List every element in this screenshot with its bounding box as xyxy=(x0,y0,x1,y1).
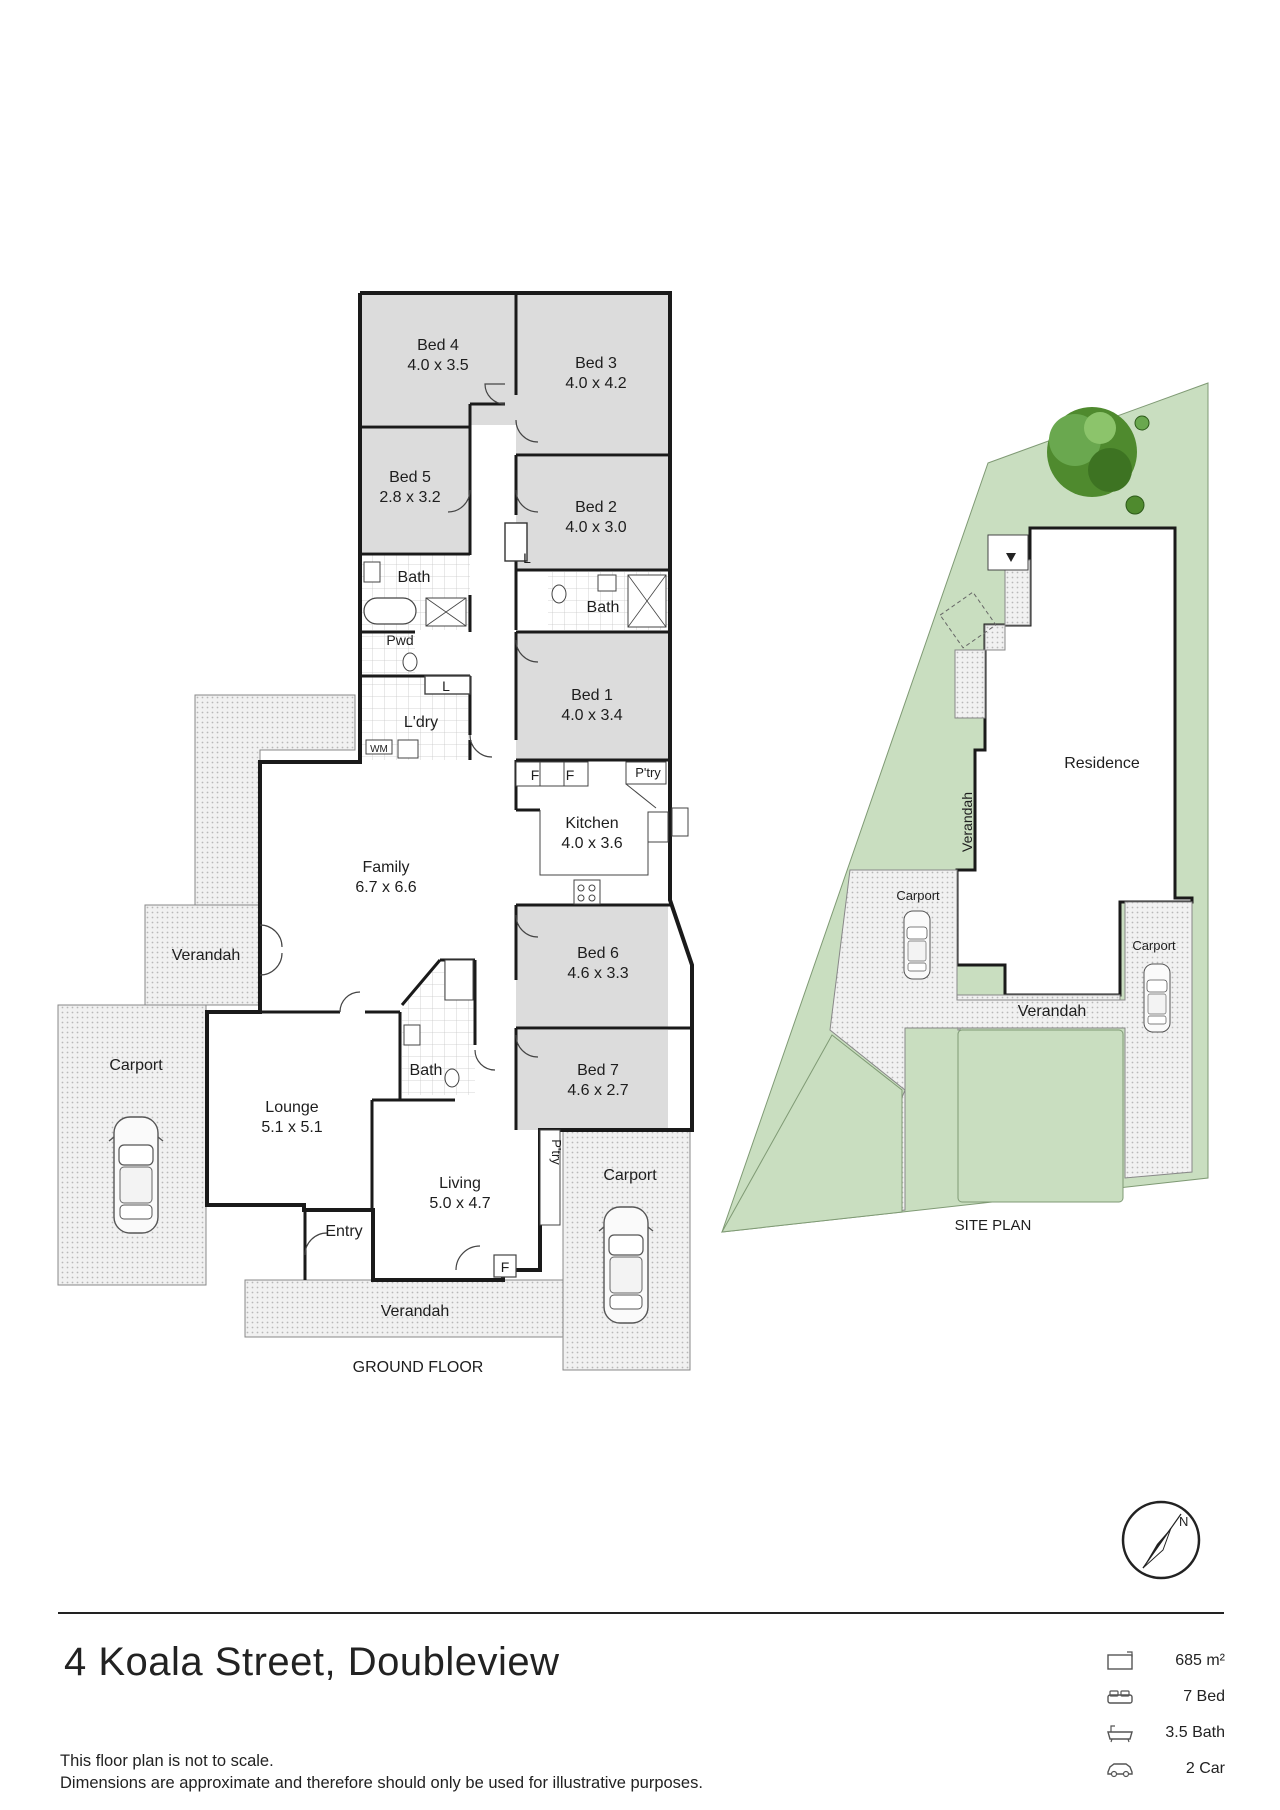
disclaimer-line-2: Dimensions are approximate and therefore… xyxy=(60,1774,703,1792)
side-paving xyxy=(194,694,356,906)
stat-land-area: 685 m² xyxy=(1105,1650,1225,1672)
living-dims: 5.0 x 4.7 xyxy=(429,1195,490,1212)
linen-b-label: L xyxy=(442,678,450,694)
bed7-dims: 4.6 x 2.7 xyxy=(567,1082,628,1099)
carport-left-label: Carport xyxy=(109,1057,163,1074)
stat-bathrooms-value: 3.5 Bath xyxy=(1165,1724,1225,1741)
tree-icon xyxy=(1047,407,1150,515)
bed2-floor xyxy=(516,457,668,570)
bed7-floor xyxy=(516,1030,668,1130)
stat-land-area-value: 685 m² xyxy=(1175,1652,1225,1669)
kitchen-dims: 4.0 x 3.6 xyxy=(561,835,622,852)
footer-divider xyxy=(58,1612,1224,1614)
bed3-name: Bed 3 xyxy=(575,355,617,372)
site-carport-a-label: Carport xyxy=(896,888,940,903)
fixtures xyxy=(363,522,689,1278)
bed5-floor xyxy=(360,427,470,552)
fridge-b-label: F xyxy=(566,767,575,783)
bed5-dims: 2.8 x 3.2 xyxy=(379,489,440,506)
site-residence-label: Residence xyxy=(1064,755,1140,772)
bed1-dims: 4.0 x 3.4 xyxy=(561,707,622,724)
linen-a-label: L xyxy=(523,550,531,566)
ground-floor-title: GROUND FLOOR xyxy=(353,1359,484,1376)
lounge-dims: 5.1 x 5.1 xyxy=(261,1119,322,1136)
bed6-dims: 4.6 x 3.3 xyxy=(567,965,628,982)
bed3-floor xyxy=(516,295,668,455)
door-swings xyxy=(259,383,539,1271)
stat-car-spaces: 2 Car xyxy=(1105,1758,1225,1780)
site-plan: Residence Carport Carport Verandah SITE … xyxy=(721,382,1209,1234)
pantry-a-label: P'try xyxy=(635,765,661,780)
wm-label: WM xyxy=(370,744,388,755)
site-verandah-front-label: Verandah xyxy=(1018,1003,1087,1020)
car-icon xyxy=(1107,1763,1133,1778)
family-name: Family xyxy=(362,859,409,876)
bed2-name: Bed 2 xyxy=(575,499,617,516)
verandah-front-label: Verandah xyxy=(381,1303,450,1320)
stat-bedrooms-value: 7 Bed xyxy=(1183,1688,1225,1705)
site-steps xyxy=(987,534,1029,571)
family-dims: 6.7 x 6.6 xyxy=(355,879,416,896)
pwd-label: Pwd xyxy=(386,632,413,648)
bed5-name: Bed 5 xyxy=(389,469,431,486)
site-carport-b-label: Carport xyxy=(1132,938,1176,953)
car-left-icon xyxy=(108,1116,164,1234)
bed2-dims: 4.0 x 3.0 xyxy=(565,519,626,536)
car-right-icon xyxy=(598,1206,654,1324)
pantry-b-label: P'try xyxy=(549,1139,564,1165)
lounge-name: Lounge xyxy=(265,1099,318,1116)
disclaimer-line-1: This floor plan is not to scale. xyxy=(60,1752,274,1770)
site-front-lawn xyxy=(957,1029,1124,1203)
land-area-icon xyxy=(1107,1651,1133,1670)
bed7-name: Bed 7 xyxy=(577,1062,619,1079)
bed3-dims: 4.0 x 4.2 xyxy=(565,375,626,392)
site-outbuilding xyxy=(939,591,997,649)
kitchen-name: Kitchen xyxy=(565,815,618,832)
site-verandah-side xyxy=(954,559,1031,719)
ground-floor-plan: Bed 4 4.0 x 3.5 Bed 3 4.0 x 4.2 Bed 5 2.… xyxy=(57,291,694,1376)
bed4-dims: 4.0 x 3.5 xyxy=(407,357,468,374)
carport-right-label: Carport xyxy=(603,1167,657,1184)
bed6-floor xyxy=(516,905,668,1028)
bath-b-label: Bath xyxy=(587,599,620,616)
entry-label: Entry xyxy=(325,1223,362,1240)
bed6-name: Bed 6 xyxy=(577,945,619,962)
compass-north-label: N xyxy=(1179,1514,1188,1529)
bath-a-label: Bath xyxy=(398,569,431,586)
bath-c-label: Bath xyxy=(410,1062,443,1079)
site-car-b-icon xyxy=(1143,963,1171,1033)
verandah-left-area xyxy=(144,904,261,1006)
stat-bedrooms: 7 Bed xyxy=(1105,1686,1225,1708)
bed1-floor xyxy=(516,633,668,760)
bed-icon xyxy=(1107,1690,1133,1704)
external-walls xyxy=(205,291,694,1282)
fridge-a-label: F xyxy=(531,767,540,783)
fridge-c-label: F xyxy=(501,1259,510,1275)
bath-icon xyxy=(1107,1725,1133,1743)
site-side-lawn xyxy=(721,1034,903,1233)
site-plan-title: SITE PLAN xyxy=(955,1217,1032,1234)
site-car-a-icon xyxy=(903,910,931,980)
verandah-left-label: Verandah xyxy=(172,947,241,964)
internal-walls xyxy=(260,293,692,1280)
laundry-label: L'dry xyxy=(404,714,438,731)
bed1-name: Bed 1 xyxy=(571,687,613,704)
bed4-name: Bed 4 xyxy=(417,337,459,354)
living-name: Living xyxy=(439,1175,481,1192)
compass-icon: N xyxy=(1121,1500,1201,1580)
stat-car-spaces-value: 2 Car xyxy=(1185,1760,1225,1777)
stat-bathrooms: 3.5 Bath xyxy=(1105,1722,1225,1744)
property-address: 4 Koala Street, Doubleview xyxy=(64,1640,560,1684)
site-verandah-side-label: Verandah xyxy=(959,792,975,852)
